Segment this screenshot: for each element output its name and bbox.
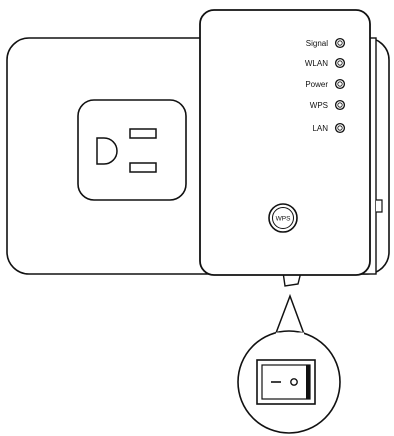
led-indicator-icon xyxy=(334,57,346,69)
led-indicator-icon xyxy=(334,37,346,49)
indicator-list: Signal WLAN Power WPS LAN xyxy=(305,37,346,134)
extender-device xyxy=(199,9,371,276)
indicator-label-wps: WPS xyxy=(310,101,328,110)
indicator-label-wlan: WLAN xyxy=(305,59,328,68)
wall-outlet-icon xyxy=(77,99,187,201)
callout-pointer xyxy=(275,293,305,335)
led-indicator-icon xyxy=(334,78,346,90)
indicator-label-lan: LAN xyxy=(312,124,328,133)
wps-button-label: WPS xyxy=(276,216,291,223)
indicator-label-signal: Signal xyxy=(306,39,328,48)
wps-button[interactable]: WPS xyxy=(268,203,298,233)
indicator-label-power: Power xyxy=(305,80,328,89)
switch-off-mark xyxy=(290,378,298,386)
led-indicator-icon xyxy=(334,99,346,111)
power-switch-icon[interactable] xyxy=(256,359,316,405)
led-indicator-icon xyxy=(334,122,346,134)
